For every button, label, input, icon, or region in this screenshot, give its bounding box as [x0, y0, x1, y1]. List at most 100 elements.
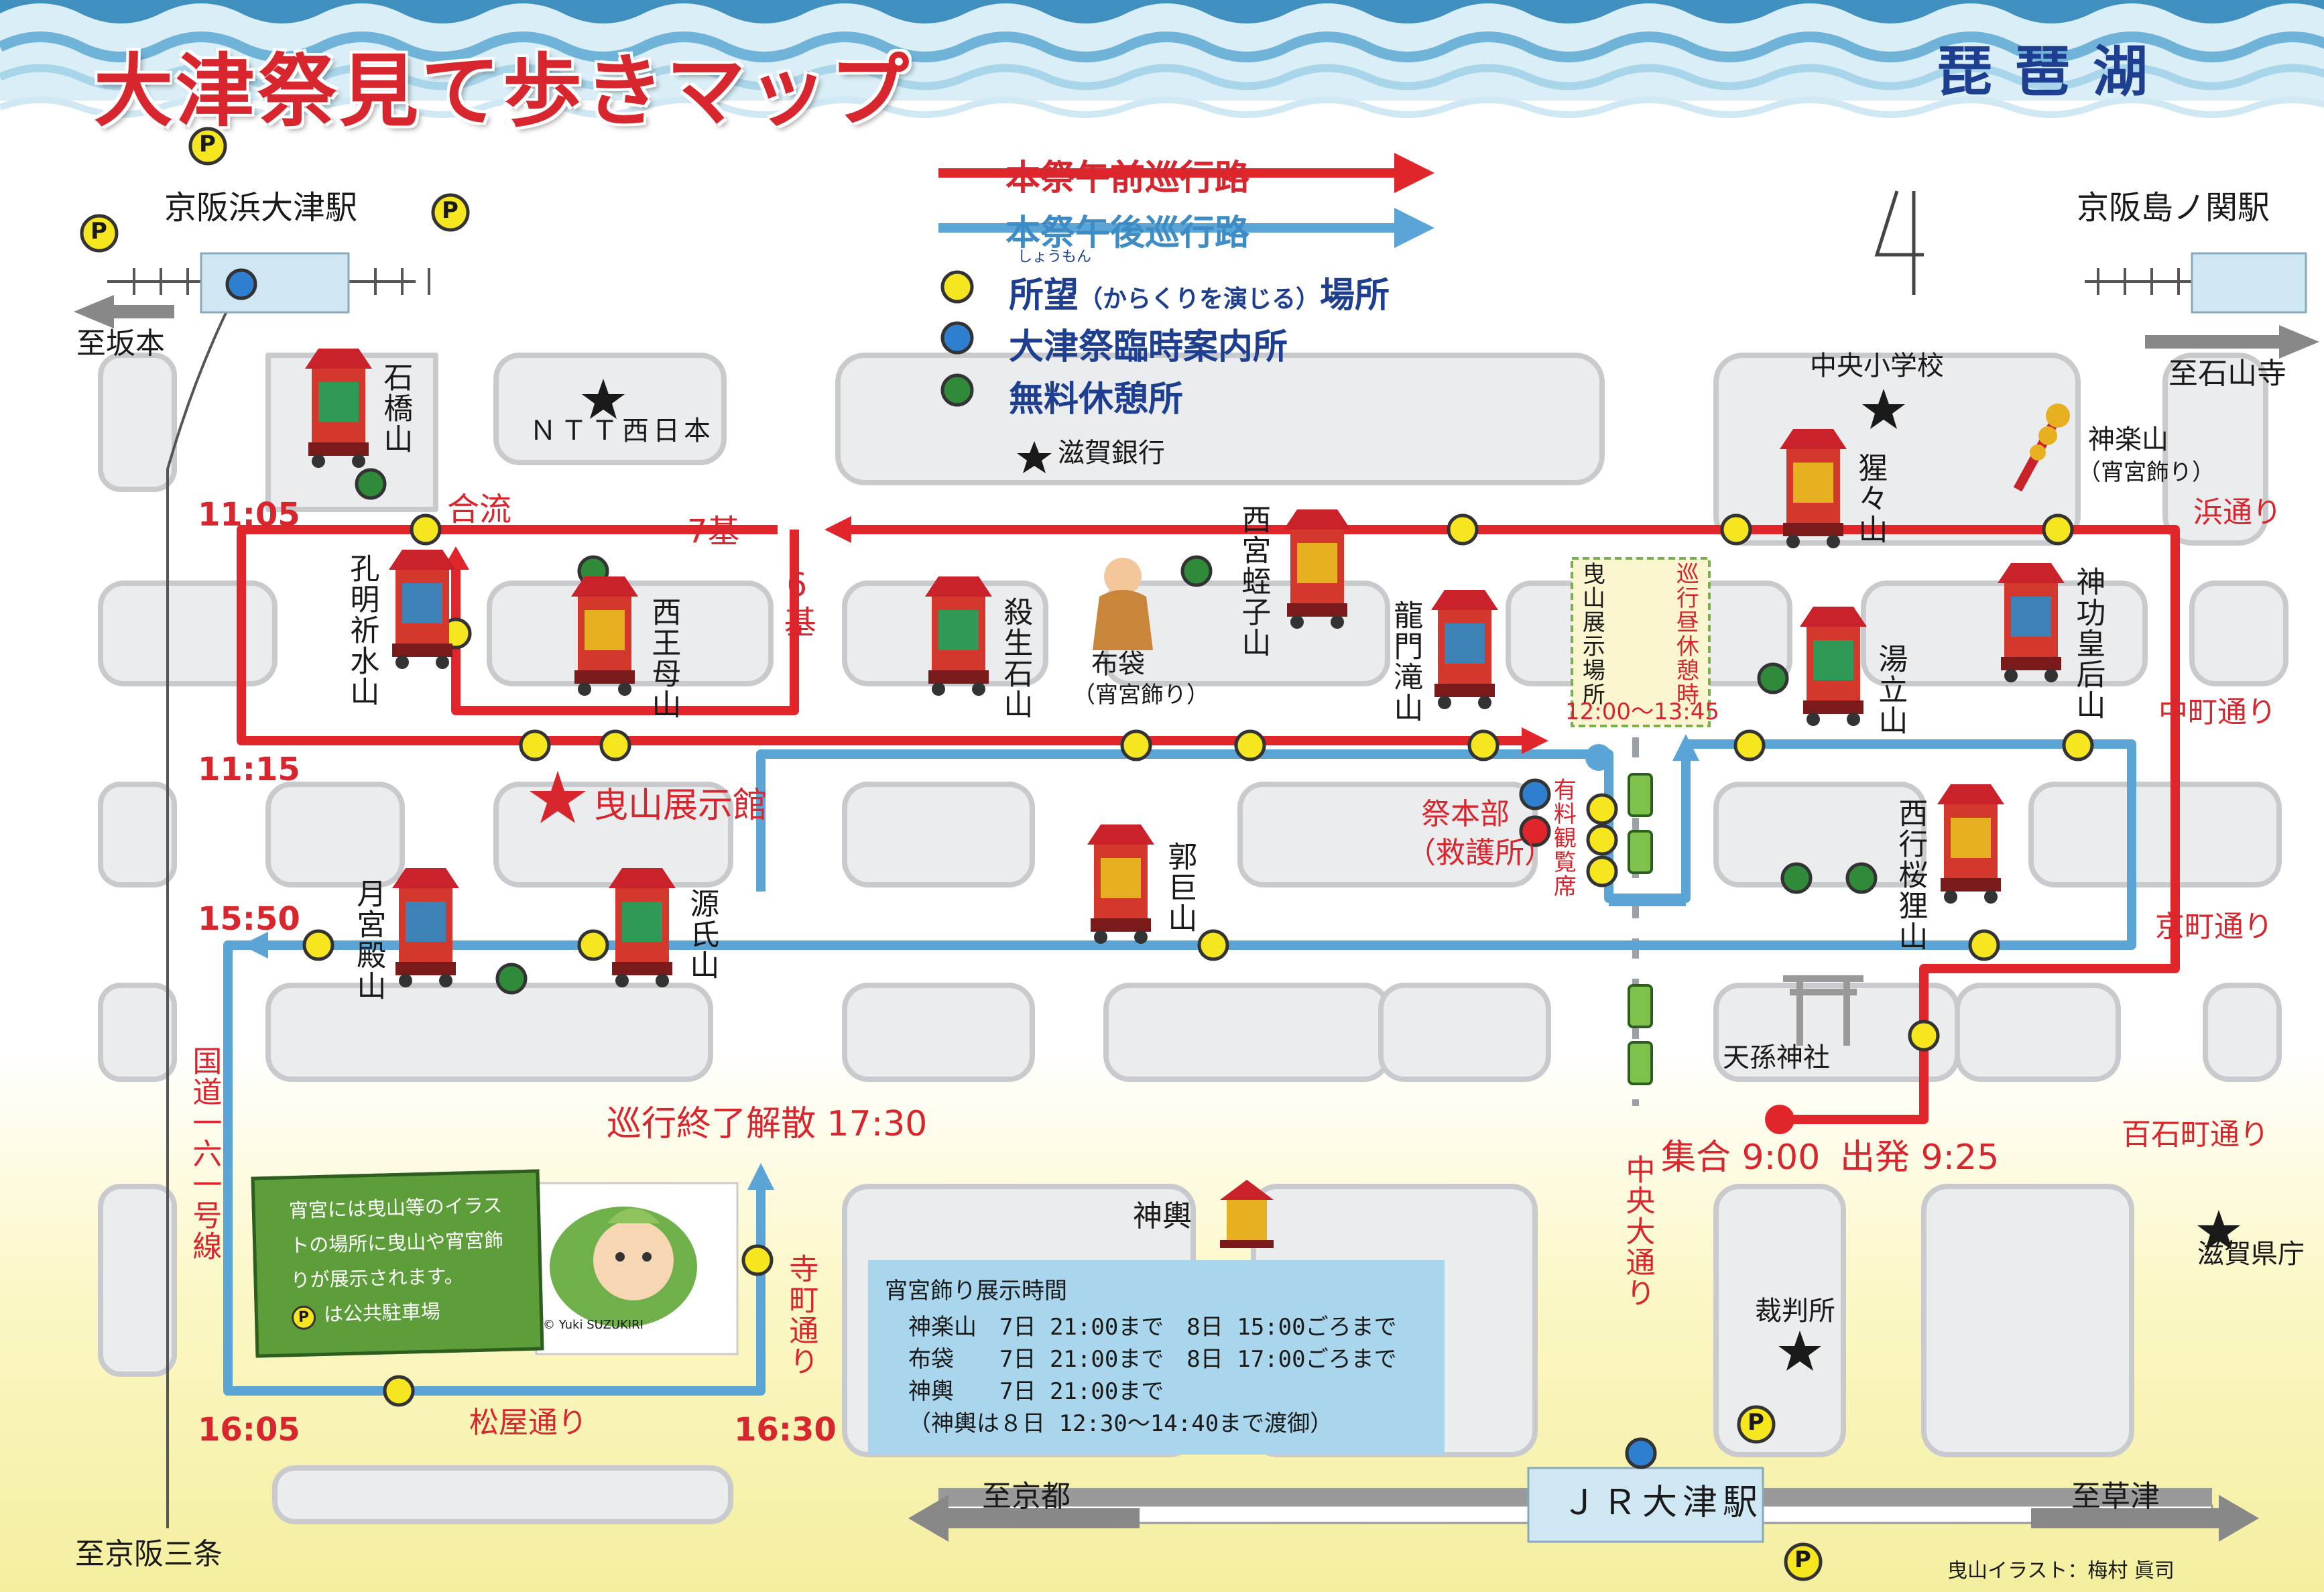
- route-seven-floats: 7基: [687, 513, 740, 550]
- float-yudate: 湯立山: [1873, 644, 1908, 736]
- lake-waves: [0, 0, 2324, 118]
- street-kyomachi: 京町通り: [2155, 910, 2273, 944]
- route-six-floats: 6基: [778, 566, 816, 639]
- legend-rest-label: 無料休憩所: [1009, 379, 1184, 420]
- parking-label-2: P: [90, 218, 107, 245]
- display-area-box: [1571, 557, 1711, 727]
- float-nishinomiya: 西宮蛭子山: [1236, 504, 1271, 658]
- street-hama: 浜通り: [2193, 495, 2282, 530]
- tenson-shrine-label: 天孫神社: [1723, 1042, 1830, 1073]
- time-1605: 16:05: [198, 1411, 300, 1449]
- time-1550: 15:50: [198, 900, 300, 938]
- legend-shomon-marker: [940, 270, 974, 304]
- street-chuo-odori: 中央大通り: [1620, 1154, 1655, 1308]
- court-label: 裁判所: [1755, 1296, 1835, 1327]
- float-saigyo: 西行桜狸山: [1893, 798, 1928, 952]
- legend-shomon-ruby: しょうもん: [1018, 249, 1092, 265]
- map-title: 大津祭見て歩きマップ: [94, 44, 912, 137]
- time-1630: 16:30: [734, 1411, 837, 1449]
- float-hotei: 布袋: [1091, 649, 1145, 680]
- float-hotei-sub: （宵宮飾り）: [1073, 682, 1209, 709]
- info-line-2: トの場所に曳山や宵宮飾: [289, 1228, 504, 1258]
- info-line-3: りが展示されます。: [290, 1264, 465, 1292]
- legend-morning-arrow: [938, 153, 1434, 193]
- street-hyakkoku: 百石町通り: [2122, 1117, 2269, 1152]
- jr-station-label: ＪＲ大津駅: [1562, 1483, 1764, 1523]
- float-ryumon: 龍門滝山: [1388, 600, 1423, 723]
- hamaotsu-station-box: [200, 252, 350, 314]
- direction-arrows: [74, 295, 2319, 1542]
- direction-keihansanjo: 至京阪三条: [75, 1537, 223, 1571]
- parking-label-5: P: [1794, 1546, 1811, 1573]
- legend-morning-label: 本祭午前巡行路: [1005, 158, 1250, 198]
- float-kakkyo: 郭巨山: [1162, 841, 1197, 934]
- legend-shomon-place: 場所: [1320, 275, 1390, 316]
- display-times-row-2: 布袋 7日 21:00まで 8日 17:00ごろまで: [908, 1346, 1397, 1373]
- direction-kusatsu: 至草津: [2071, 1479, 2160, 1514]
- float-genji: 源氏山: [684, 888, 719, 981]
- shimanoseki-station-label: 京阪島ノ関駅: [2077, 189, 2270, 227]
- shomon-markers: [302, 513, 2094, 1407]
- float-kagura-sub: （宵宮飾り）: [2078, 459, 2215, 486]
- direction-ishiyamadera: 至石山寺: [2168, 357, 2286, 391]
- chuo-school-label: 中央小学校: [1810, 351, 1944, 381]
- float-kagura: 神楽山: [2088, 424, 2168, 455]
- time-1115: 11:15: [198, 751, 300, 788]
- afternoon-route-start: [1585, 744, 1612, 771]
- float-mikoshi: 神輿: [1133, 1199, 1192, 1233]
- street-nakamachi: 中町通り: [2158, 695, 2276, 729]
- display-times-row-3: 神輿 7日 21:00まで: [908, 1378, 1164, 1405]
- shiga-bank-label: 滋賀銀行: [1058, 438, 1165, 469]
- honbu-marker: [1519, 815, 1551, 847]
- direction-sakamoto: 至坂本: [76, 326, 165, 361]
- info-markers: [225, 268, 1657, 1469]
- city-blocks: [98, 353, 2288, 1524]
- float-sessho: 殺生石山: [998, 597, 1033, 720]
- hikiyama-hall-label: 曳山展示館: [593, 786, 768, 826]
- parking-label-3: P: [442, 197, 458, 224]
- rest-time-value: 12:00～13:45: [1565, 698, 1719, 725]
- route-assemble: 集合 9:00: [1661, 1138, 1821, 1178]
- ntt-label: ＮＴＴ西日本: [530, 416, 715, 446]
- parking-markers: [80, 127, 1823, 1581]
- parking-label-1: P: [199, 131, 216, 158]
- prefecture-label: 滋賀県庁: [2197, 1239, 2305, 1270]
- illustration-copyright: © Yuki SUZUKIRI: [543, 1318, 644, 1332]
- honbu-sub-label: （救護所）: [1406, 836, 1554, 870]
- legend-rest-marker: [940, 373, 974, 407]
- parking-icon: P: [291, 1305, 316, 1331]
- rest-time-heading: 巡行昼休憩時: [1672, 562, 1699, 707]
- legend-shomon-main: 所望: [1009, 275, 1079, 316]
- street-matsuya: 松屋通り: [469, 1406, 587, 1440]
- afternoon-route-arrowheads: [241, 734, 1699, 1190]
- route-goryu: 合流: [447, 491, 512, 528]
- landmark-stars: [582, 379, 2240, 1371]
- float-koumei: 孔明祈水山: [345, 553, 379, 707]
- display-times-row-4: （神輿は８日 12:30～14:40まで渡御）: [908, 1410, 1333, 1437]
- keihan-rail-right: [2085, 268, 2192, 295]
- float-icons: [305, 349, 2070, 1248]
- north-marker: [1874, 190, 1924, 295]
- legend-afternoon-label: 本祭午後巡行路: [1005, 213, 1250, 253]
- legend-shomon-label: 所望（からくりを演じる）場所: [1009, 267, 1390, 317]
- legend-shomon-paren: （からくりを演じる）: [1079, 286, 1321, 313]
- display-times-heading: 宵宮飾り展示時間: [885, 1278, 1067, 1304]
- parking-label-4: P: [1748, 1409, 1764, 1436]
- display-times-row-1: 神楽山 7日 21:00まで 8日 15:00ごろまで: [908, 1314, 1397, 1341]
- route-depart: 出発 9:25: [1840, 1138, 2000, 1178]
- route-end: 巡行終了解散 17:30: [607, 1104, 928, 1144]
- info-line-4: は公共駐車場: [323, 1300, 441, 1326]
- direction-kyoto: 至京都: [982, 1479, 1071, 1514]
- float-ishibashi: 石橋山: [378, 362, 413, 454]
- legend-info-label: 大津祭臨時案内所: [1009, 327, 1288, 367]
- morning-route-start: [1765, 1105, 1794, 1134]
- display-place-label: 曳山展示場所: [1578, 562, 1605, 707]
- legend-info-marker: [940, 321, 974, 355]
- afternoon-route: [223, 739, 2136, 1396]
- paid-seats-label: 有料観覧席: [1549, 778, 1577, 898]
- float-jingu: 神功皇后山: [2071, 566, 2105, 721]
- jr-rail: [937, 1467, 2213, 1543]
